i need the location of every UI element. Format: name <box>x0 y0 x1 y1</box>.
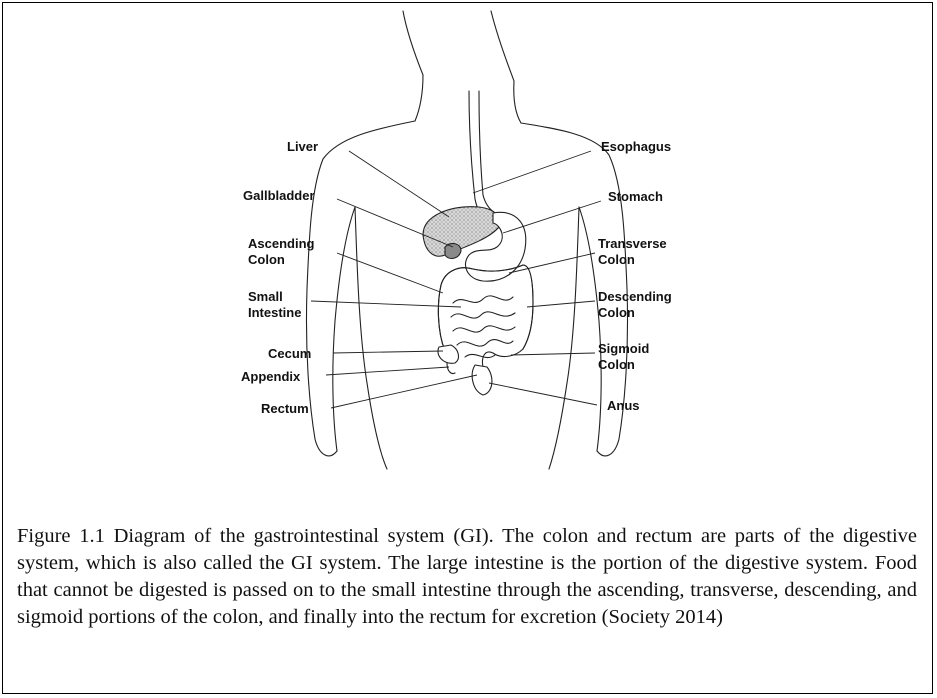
label-gallbladder: Gallbladder <box>243 188 315 203</box>
label-transverse-colon-line2: Colon <box>598 252 635 267</box>
labels-left: Liver Gallbladder Ascending Colon Small … <box>241 139 318 416</box>
label-anus: Anus <box>607 398 640 413</box>
label-small-intestine-line1: Small <box>248 289 283 304</box>
gallbladder-shape <box>445 244 461 259</box>
label-small-intestine-line2: Intestine <box>248 305 301 320</box>
appendix-shape <box>447 363 455 374</box>
label-esophagus: Esophagus <box>601 139 671 154</box>
figure-caption: Figure 1.1 Diagram of the gastrointestin… <box>17 523 917 631</box>
esophagus-shape <box>469 91 495 223</box>
liver-shape <box>423 207 500 256</box>
small-intestine-shape <box>451 296 515 358</box>
label-cecum: Cecum <box>268 346 311 361</box>
leader-lines <box>311 151 601 408</box>
label-ascending-colon-line2: Colon <box>248 252 285 267</box>
label-appendix: Appendix <box>241 369 301 384</box>
label-sigmoid-colon-line1: Sigmoid <box>598 341 649 356</box>
label-transverse-colon-line1: Transverse <box>598 236 667 251</box>
cecum-shape <box>438 345 459 363</box>
label-descending-colon-line2: Colon <box>598 305 635 320</box>
label-stomach: Stomach <box>608 189 663 204</box>
gastrointestinal-diagram: Liver Gallbladder Ascending Colon Small … <box>3 3 932 518</box>
label-ascending-colon-line1: Ascending <box>248 236 315 251</box>
labels-right: Esophagus Stomach Transverse Colon Desce… <box>598 139 672 413</box>
rectum-shape <box>472 365 492 395</box>
label-sigmoid-colon-line2: Colon <box>598 357 635 372</box>
label-descending-colon-line1: Descending <box>598 289 672 304</box>
label-liver: Liver <box>287 139 318 154</box>
label-rectum: Rectum <box>261 401 309 416</box>
